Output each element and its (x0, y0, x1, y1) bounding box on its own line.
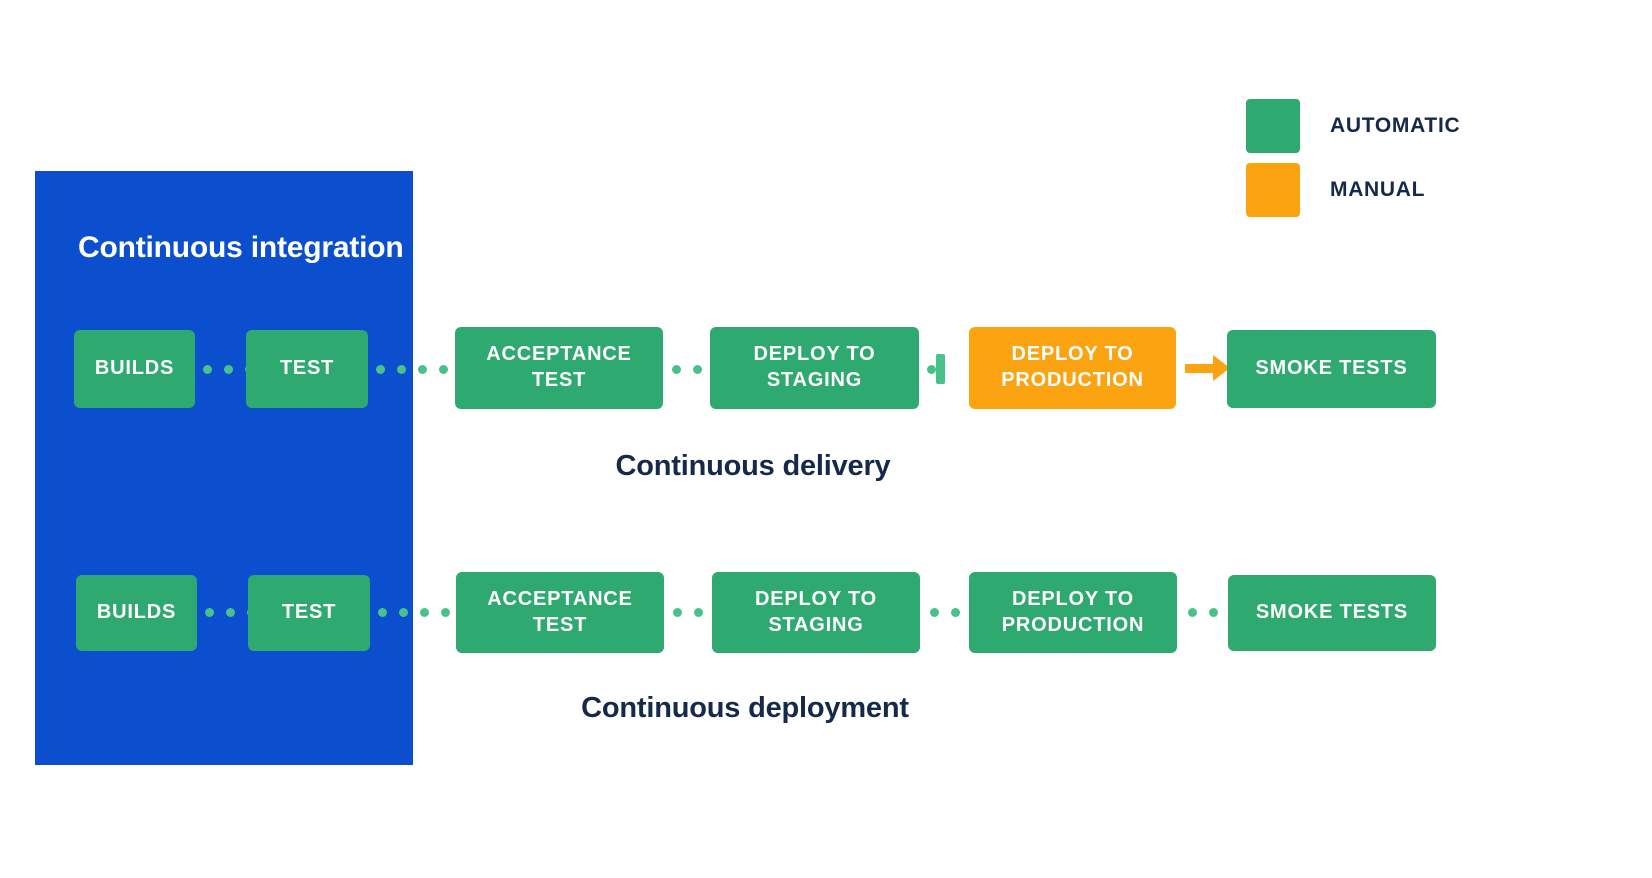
caption-continuous-deployment: Continuous deployment (581, 692, 909, 724)
stage-label-line1: ACCEPTANCE (486, 343, 632, 366)
stage-label: DEPLOY TO STAGING (753, 342, 875, 393)
stage-label: DEPLOY TO PRODUCTION (1002, 587, 1144, 638)
stage-cd-test[interactable]: TEST (246, 330, 368, 408)
stage-label-line1: DEPLOY TO (754, 587, 878, 610)
stage-label-line2: STAGING (766, 369, 863, 391)
legend-label-automatic: AUTOMATIC (1330, 114, 1461, 137)
stage-label: BUILDS (96, 601, 177, 624)
stage-cdep-builds[interactable]: BUILDS (76, 575, 197, 651)
legend-swatch-manual-icon (1246, 163, 1300, 217)
stage-cdep-acceptance-test[interactable]: ACCEPTANCE TEST (456, 572, 664, 653)
stage-label-line2: PRODUCTION (1001, 369, 1144, 391)
stage-cd-deploy-to-production[interactable]: DEPLOY TO PRODUCTION (969, 327, 1176, 409)
stage-label: SMOKE TESTS (1255, 601, 1409, 624)
stage-cdep-test[interactable]: TEST (248, 575, 370, 651)
stage-cdep-deploy-to-staging[interactable]: DEPLOY TO STAGING (712, 572, 920, 653)
stage-cd-deploy-to-staging[interactable]: DEPLOY TO STAGING (710, 327, 919, 409)
stage-label: ACCEPTANCE TEST (486, 342, 631, 393)
stage-cd-acceptance-test[interactable]: ACCEPTANCE TEST (455, 327, 663, 409)
stage-label: DEPLOY TO PRODUCTION (1001, 342, 1143, 393)
caption-continuous-delivery: Continuous delivery (615, 450, 891, 482)
stage-label-line2: TEST (532, 613, 588, 636)
connector-cd-staging-production-gate (927, 364, 936, 374)
stage-label: BUILDS (94, 357, 175, 380)
stage-label: TEST (281, 601, 337, 624)
stage-label: TEST (279, 357, 335, 380)
legend: AUTOMATIC MANUAL (1246, 98, 1460, 226)
legend-item-manual: MANUAL (1246, 162, 1460, 218)
stage-cd-builds[interactable]: BUILDS (74, 330, 195, 408)
stage-label-line1: ACCEPTANCE (487, 587, 633, 610)
legend-item-automatic: AUTOMATIC (1246, 98, 1460, 154)
stage-label: SMOKE TESTS (1255, 357, 1408, 380)
continuous-integration-panel (35, 171, 413, 765)
stage-label-line1: DEPLOY TO (1011, 343, 1134, 366)
manual-gate-marker-icon (936, 354, 945, 384)
stage-label-line1: DEPLOY TO (753, 343, 876, 366)
legend-swatch-automatic-icon (1246, 99, 1300, 153)
stage-label: ACCEPTANCE TEST (487, 587, 632, 638)
stage-cdep-smoke-tests[interactable]: SMOKE TESTS (1228, 575, 1436, 651)
stage-label-line2: STAGING (768, 613, 864, 636)
stage-label-line1: DEPLOY TO (1011, 587, 1135, 610)
stage-cd-smoke-tests[interactable]: SMOKE TESTS (1227, 330, 1436, 408)
stage-label: DEPLOY TO STAGING (755, 587, 877, 638)
continuous-integration-title: Continuous integration (78, 231, 404, 264)
stage-label-line2: TEST (531, 369, 587, 391)
legend-label-manual: MANUAL (1330, 178, 1426, 201)
stage-cdep-deploy-to-production[interactable]: DEPLOY TO PRODUCTION (969, 572, 1177, 653)
connector-cd-production-smoke-arrow-icon (1185, 355, 1230, 381)
stage-label-line2: PRODUCTION (1001, 613, 1145, 636)
